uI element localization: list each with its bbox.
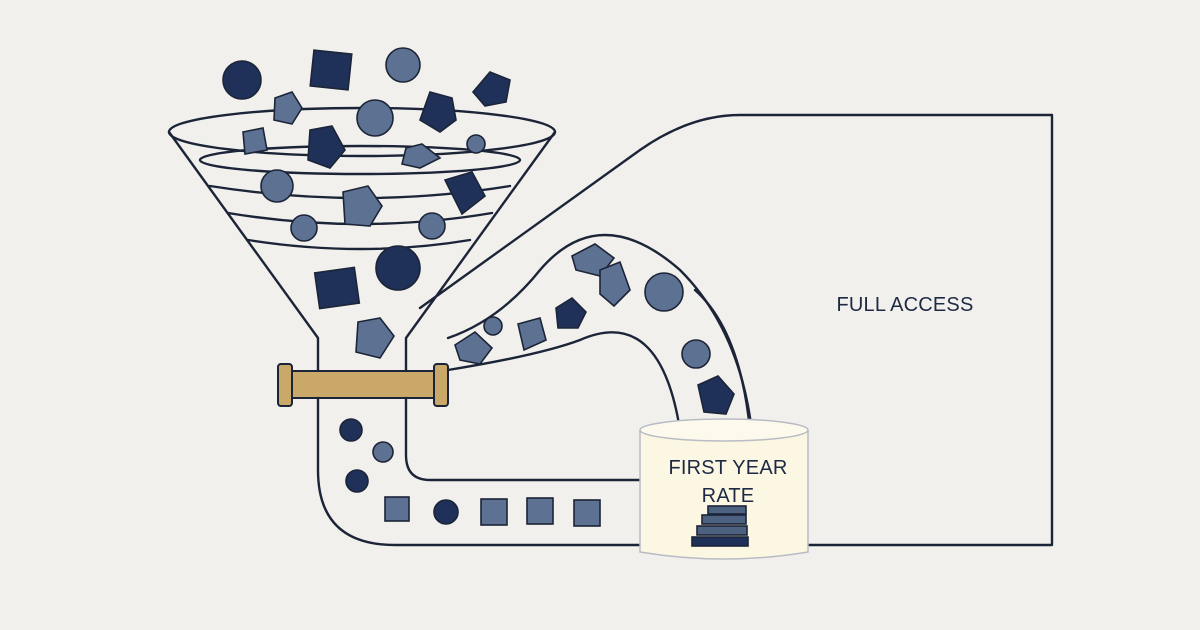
- valve: [277, 363, 449, 407]
- coin-stack-icon: [691, 505, 749, 547]
- upper-pipe: [446, 331, 682, 432]
- first-year-rate-jar: [639, 418, 809, 560]
- incoming-shapes: [222, 47, 511, 359]
- bottom-pipe-shapes: [339, 418, 601, 527]
- bottom-pipe: [316, 396, 642, 547]
- first-year-rate-label: FIRST YEAR RATE: [668, 457, 788, 507]
- upper-pipe-shapes: [454, 243, 735, 415]
- full-access-path: [418, 113, 1054, 547]
- full-access-label: FULL ACCESS: [836, 294, 974, 316]
